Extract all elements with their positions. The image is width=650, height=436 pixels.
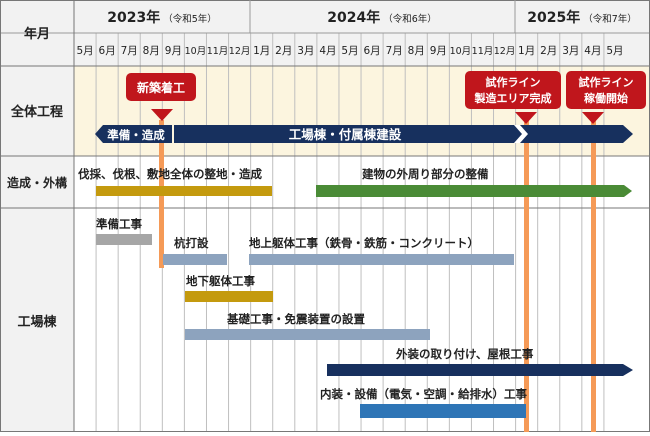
month-label: 2月 bbox=[540, 45, 557, 57]
month-label: 3月 bbox=[562, 45, 579, 57]
month-label: 7月 bbox=[121, 45, 138, 57]
month-label: 9月 bbox=[430, 45, 447, 57]
month-label: 4月 bbox=[319, 45, 336, 57]
month-label: 11月 bbox=[472, 46, 494, 57]
month-label: 8月 bbox=[408, 45, 425, 57]
month-label: 7月 bbox=[386, 45, 403, 57]
month-label: 5月 bbox=[341, 45, 358, 57]
bar-overall-prep bbox=[95, 125, 172, 143]
bar-overall-build bbox=[174, 125, 633, 143]
milestone-new-construction: 新築着工 bbox=[126, 73, 196, 121]
milestone-label: 新築着工 bbox=[137, 80, 185, 95]
bar-label: 工場棟・付属棟建設 bbox=[289, 127, 402, 142]
milestone-label-line1: 試作ライン bbox=[486, 75, 541, 89]
milestone-operation-start: 試作ライン 稼働開始 bbox=[566, 71, 646, 124]
year-label: 2023年（令和5年） bbox=[107, 9, 217, 26]
milestone-label-line2: 稼働開始 bbox=[584, 91, 628, 105]
bar-site-clearing bbox=[96, 186, 272, 196]
month-label: 5月 bbox=[76, 45, 93, 57]
month-label: 6月 bbox=[363, 45, 380, 57]
task-label: 建物の外周り部分の整備 bbox=[362, 167, 489, 181]
bar-site-exterior bbox=[316, 185, 632, 197]
month-label: 10月 bbox=[450, 46, 472, 57]
milestone-label-line1: 試作ライン bbox=[579, 75, 634, 89]
month-label: 1月 bbox=[253, 45, 270, 57]
bar-pile-driving bbox=[163, 254, 227, 265]
task-label: 杭打設 bbox=[174, 236, 209, 250]
month-label: 5月 bbox=[606, 45, 623, 57]
task-label: 準備工事 bbox=[96, 217, 142, 231]
bar-upper-structure bbox=[249, 254, 514, 265]
month-label: 6月 bbox=[99, 45, 116, 57]
year-2024: 2024年（令和6年） bbox=[327, 0, 516, 33]
bar-label: 準備・造成 bbox=[107, 128, 165, 142]
task-label: 伐採、伐根、敷地全体の整地・造成 bbox=[78, 167, 262, 181]
bar-foundation-seismic bbox=[185, 329, 430, 340]
month-label: 12月 bbox=[494, 46, 516, 57]
milestone-line-operation bbox=[591, 120, 596, 432]
task-label: 地上躯体工事（鉄骨・鉄筋・コンクリート） bbox=[249, 236, 479, 250]
chevron bbox=[514, 125, 528, 143]
corner-label: 年月 bbox=[24, 26, 50, 42]
year-2023: 2023年（令和5年） bbox=[107, 0, 251, 33]
bar-underground-structure bbox=[185, 291, 273, 302]
milestone-line-area bbox=[524, 120, 529, 432]
row-label-site: 造成・外構 bbox=[7, 175, 67, 190]
row-label-overall: 全体工程 bbox=[10, 104, 63, 120]
year-label: 2024年（令和6年） bbox=[327, 9, 437, 26]
month-label: 8月 bbox=[143, 45, 160, 57]
task-label: 外装の取り付け、屋根工事 bbox=[395, 347, 534, 361]
month-label: 12月 bbox=[229, 46, 251, 57]
site-tasks: 伐採、伐根、敷地全体の整地・造成 建物の外周り部分の整備 bbox=[78, 167, 632, 197]
bar-prep-work bbox=[96, 234, 152, 245]
task-label: 地下躯体工事 bbox=[186, 274, 255, 288]
month-label: 11月 bbox=[207, 46, 229, 57]
year-2025: 2025年（令和7年） bbox=[527, 9, 637, 26]
overall-bars: 準備・造成 工場棟・付属棟建設 bbox=[95, 125, 633, 143]
bar-exterior-roof bbox=[327, 364, 633, 376]
month-label: 4月 bbox=[584, 45, 601, 57]
milestone-area-complete: 試作ライン 製造エリア完成 bbox=[465, 71, 561, 124]
year-label: 2025年（令和7年） bbox=[527, 9, 637, 26]
month-label: 3月 bbox=[297, 45, 314, 57]
bar-interior-equipment bbox=[360, 404, 526, 418]
month-label: 9月 bbox=[165, 45, 182, 57]
milestone-label-line2: 製造エリア完成 bbox=[474, 91, 552, 105]
month-label: 10月 bbox=[185, 46, 207, 57]
month-label: 1月 bbox=[518, 45, 535, 57]
task-label: 内装・設備（電気・空調・給排水）工事 bbox=[320, 387, 527, 401]
row-label-factory: 工場棟 bbox=[17, 314, 57, 330]
task-label: 基礎工事・免震装置の設置 bbox=[226, 312, 365, 326]
row-label-column bbox=[0, 66, 74, 432]
month-label: 2月 bbox=[275, 45, 292, 57]
factory-tasks: 準備工事 杭打設 地上躯体工事（鉄骨・鉄筋・コンクリート） 地下躯体工事 基礎工… bbox=[96, 217, 633, 418]
